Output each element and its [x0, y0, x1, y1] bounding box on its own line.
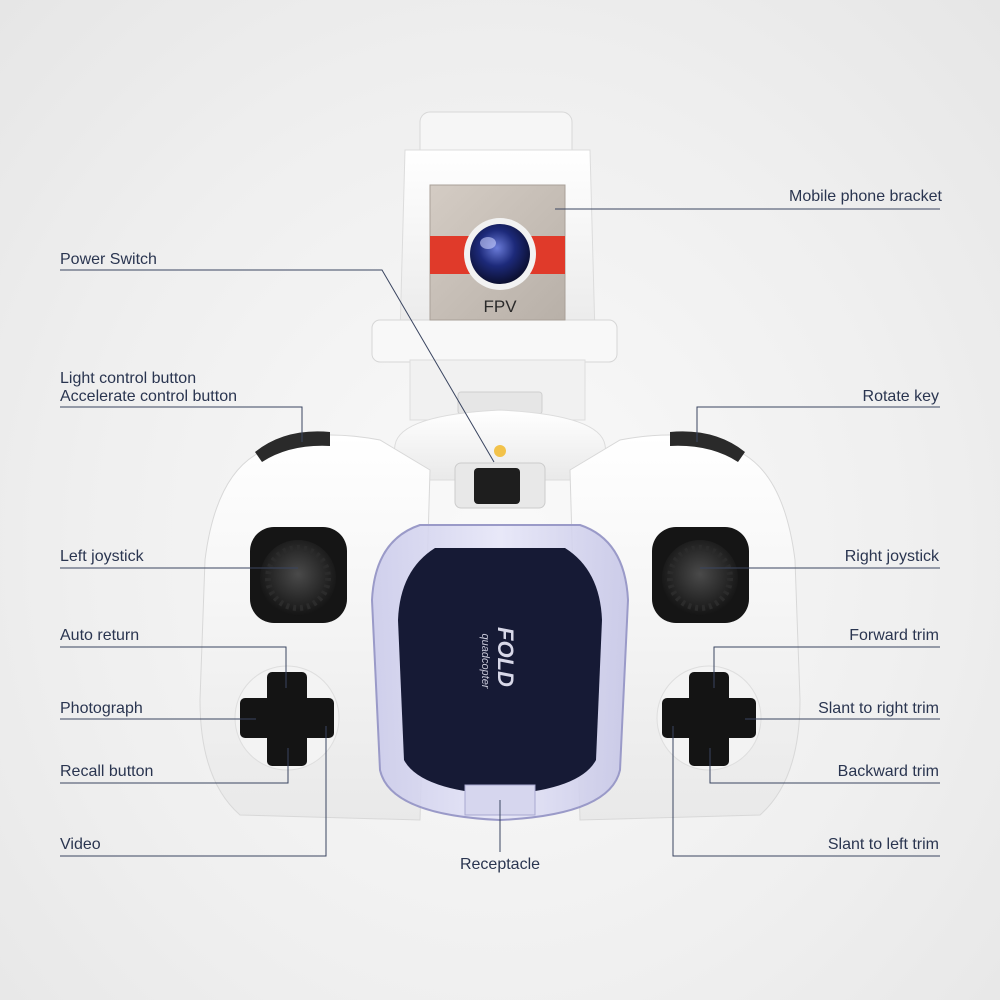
fpv-camera-plate [429, 184, 566, 321]
power-switch [454, 445, 546, 509]
right-joystick [652, 527, 749, 623]
label-forward-trim: Forward trim [849, 627, 939, 644]
leader-auto-return [60, 646, 287, 688]
label-mobile-phone-bracket: Mobile phone bracket [789, 188, 942, 205]
label-power-switch: Power Switch [60, 251, 157, 268]
leader-recall-button [60, 748, 289, 784]
label-slant-to-right-trim: Slant to right trim [818, 700, 939, 717]
leader-slant-left [672, 726, 940, 857]
leader-backward-trim [709, 748, 940, 784]
fpv-badge: FPV [483, 297, 517, 316]
drone-brand-text: FOLD [493, 627, 518, 687]
label-receptacle: Receptacle [459, 856, 541, 873]
leader-accelerate-control [60, 406, 303, 442]
leader-rotate-key [696, 406, 940, 442]
leader-lines [60, 208, 940, 857]
label-recall-button: Recall button [60, 763, 154, 780]
left-dpad [234, 665, 340, 771]
label-video: Video [60, 836, 101, 853]
leader-forward-trim [713, 646, 940, 688]
label-rotate-key: Rotate key [862, 388, 939, 405]
label-auto-return: Auto return [60, 627, 140, 644]
receptacle-case [370, 524, 630, 822]
label-left-joystick: Left joystick [60, 548, 144, 565]
leader-video [60, 726, 327, 857]
left-joystick [250, 527, 347, 623]
leader-power-switch [60, 269, 495, 463]
label-photograph: Photograph [60, 700, 143, 717]
label-light-control-button: Light control button [60, 370, 197, 387]
label-backward-trim: Backward trim [837, 763, 939, 780]
label-slant-to-left-trim: Slant to left trim [827, 836, 939, 853]
label-right-joystick: Right joystick [844, 548, 939, 565]
drone-model-text: quadcopter [479, 633, 491, 689]
label-accelerate-control-button: Accelerate control button [60, 388, 237, 405]
right-dpad [656, 665, 762, 771]
